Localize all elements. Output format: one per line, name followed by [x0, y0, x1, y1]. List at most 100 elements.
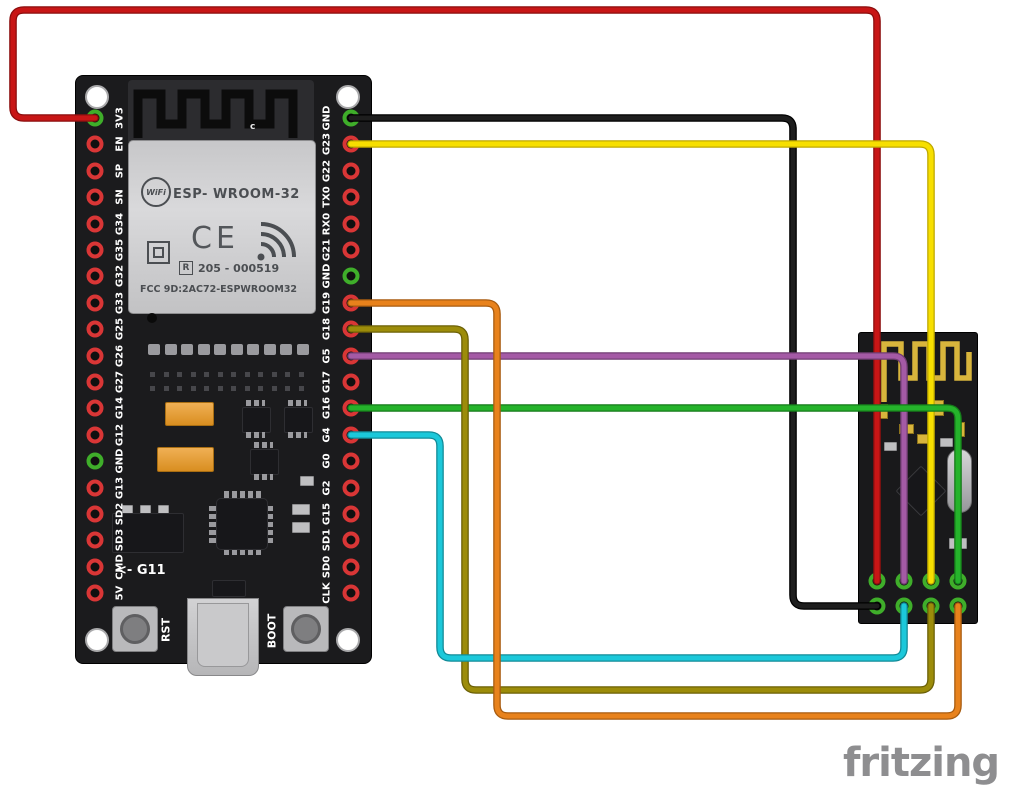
esp32-pin-label-SD3-left: SD3: [114, 529, 126, 552]
esp32-pin-G15-right[interactable]: [342, 505, 360, 523]
esp32-pin-CMD-left[interactable]: [86, 558, 104, 576]
esp32-pin-label-SD1-right: SD1: [321, 529, 333, 552]
esp32-pin-GND-right[interactable]: [342, 267, 360, 285]
esp32-pin-TX0-right[interactable]: [342, 188, 360, 206]
esp32-pin-G19-right[interactable]: [342, 294, 360, 312]
esp32-pin-label-G16-right: G16: [321, 397, 333, 420]
esp32-pin-EN-left[interactable]: [86, 135, 104, 153]
via-dot: [298, 386, 304, 391]
esp32-pin-label-GND-right: GND: [321, 263, 333, 289]
nrf24-pin-GND[interactable]: [868, 597, 886, 615]
esp32-pin-SN-left[interactable]: [86, 188, 104, 206]
castellated-pad: [263, 344, 276, 355]
esp32-pin-label-G2-right: G2: [321, 480, 333, 496]
esp32-pin-G23-right[interactable]: [342, 135, 360, 153]
esp32-pin-label-G13-left: G13: [114, 476, 126, 499]
castellated-pad: [148, 344, 160, 355]
esp32-pin-label-G14-left: G14: [114, 397, 126, 420]
nrf24-pin-CSN[interactable]: [895, 572, 913, 590]
esp32-pin-G13-left[interactable]: [86, 479, 104, 497]
via-dot: [244, 372, 250, 377]
via-dot: [217, 386, 223, 391]
esp32-pin-G4-right[interactable]: [342, 426, 360, 444]
rst-button: [112, 606, 158, 652]
via-dot: [163, 372, 169, 377]
nrf24-pin-MOSI[interactable]: [922, 572, 940, 590]
esp32-pin-G32-left[interactable]: [86, 267, 104, 285]
esp32-pin-G12-left[interactable]: [86, 426, 104, 444]
esp32-pin-label-G34-left: G34: [114, 212, 126, 235]
esp32-pin-3V3-left[interactable]: [86, 109, 104, 127]
esp32-pin-label-G21-right: G21: [321, 238, 333, 262]
esp32-pin-G2-right[interactable]: [342, 479, 360, 497]
esp32-pin-CLK-right[interactable]: [342, 584, 360, 602]
esp32-pin-GND-left[interactable]: [86, 452, 104, 470]
via-dot: [204, 386, 209, 391]
esp32-pin-label-GND-left: GND: [114, 448, 126, 474]
nrf24-pin-SCK[interactable]: [922, 597, 940, 615]
esp32-pin-G18-right[interactable]: [342, 320, 360, 338]
esp32-pin-G17-right[interactable]: [342, 373, 360, 391]
fritzing-watermark: fritzing: [843, 740, 1000, 786]
esp32-pin-label-SP-left: SP: [114, 163, 126, 179]
castellated-pad: [164, 344, 177, 355]
castellated-pad: [230, 344, 243, 355]
via-dot: [271, 386, 277, 391]
via-dot: [177, 386, 182, 391]
via-dot: [177, 372, 182, 377]
esp32-pin-SD0-right[interactable]: [342, 558, 360, 576]
castellated-pad: [247, 344, 259, 355]
esp32-pin-SP-left[interactable]: [86, 162, 104, 180]
esp32-pin-G25-left[interactable]: [86, 320, 104, 338]
esp32-pin-SD2-left[interactable]: [86, 505, 104, 523]
esp32-pin-G33-left[interactable]: [86, 294, 104, 312]
esp32-pin-label-G4-right: G4: [321, 427, 333, 443]
esp32-pin-label-G17-right: G17: [321, 370, 333, 394]
esp32-pin-G21-right[interactable]: [342, 241, 360, 259]
boot-button: [283, 606, 329, 652]
esp32-pin-G22-right[interactable]: [342, 162, 360, 180]
esp32-pin-label-G0-right: G0: [321, 453, 333, 469]
esp32-pin-label-SN-left: SN: [114, 189, 126, 205]
esp32-pin-G0-right[interactable]: [342, 452, 360, 470]
esp32-pin-label-G12-left: G12: [114, 423, 126, 446]
esp32-pin-SD1-right[interactable]: [342, 531, 360, 549]
esp32-pin-G16-right[interactable]: [342, 399, 360, 417]
esp32-pin-label-G22-right: G22: [321, 159, 333, 182]
nrf24-pin-CE[interactable]: [895, 597, 913, 615]
castellated-pad: [296, 344, 309, 355]
esp32-pin-RX0-right[interactable]: [342, 215, 360, 233]
esp32-pin-G35-left[interactable]: [86, 241, 104, 259]
esp32-pin-label-5V-left: 5V: [114, 585, 126, 601]
nrf24-pin-VCC[interactable]: [868, 572, 886, 590]
nrf24-pin-MISO[interactable]: [949, 597, 967, 615]
castellated-pad: [214, 344, 226, 355]
mounting-hole: [85, 628, 109, 652]
via-dot: [150, 372, 155, 377]
via-dot: [285, 372, 290, 377]
nrf24-pin-IRQ[interactable]: [949, 572, 967, 590]
esp32-pin-label-G23-right: G23: [321, 133, 333, 156]
esp32-pin-label-G35-left: G35: [114, 238, 126, 262]
esp32-pin-label-G18-right: G18: [321, 318, 333, 341]
esp32-pin-G27-left[interactable]: [86, 373, 104, 391]
esp32-pin-label-EN-left: EN: [114, 136, 126, 152]
esp32-pin-label-G32-left: G32: [114, 265, 126, 288]
esp32-pin-GND-right[interactable]: [342, 109, 360, 127]
esp32-pin-label-RX0-right: RX0: [321, 212, 333, 235]
via-dot: [190, 372, 196, 377]
esp32-pin-G34-left[interactable]: [86, 215, 104, 233]
esp32-pin-G5-right[interactable]: [342, 347, 360, 365]
esp32-pin-G26-left[interactable]: [86, 347, 104, 365]
via-dot: [217, 372, 223, 377]
esp32-pin-label-CMD-left: CMD: [114, 554, 126, 580]
esp32-pin-label-GND-right: GND: [321, 105, 333, 131]
via-dot: [244, 386, 250, 391]
via-dot: [150, 386, 155, 391]
esp32-pin-G14-left[interactable]: [86, 399, 104, 417]
esp32-pin-SD3-left[interactable]: [86, 531, 104, 549]
esp32-pin-5V-left[interactable]: [86, 584, 104, 602]
castellated-pad: [197, 344, 210, 355]
castellated-pad: [181, 344, 193, 355]
